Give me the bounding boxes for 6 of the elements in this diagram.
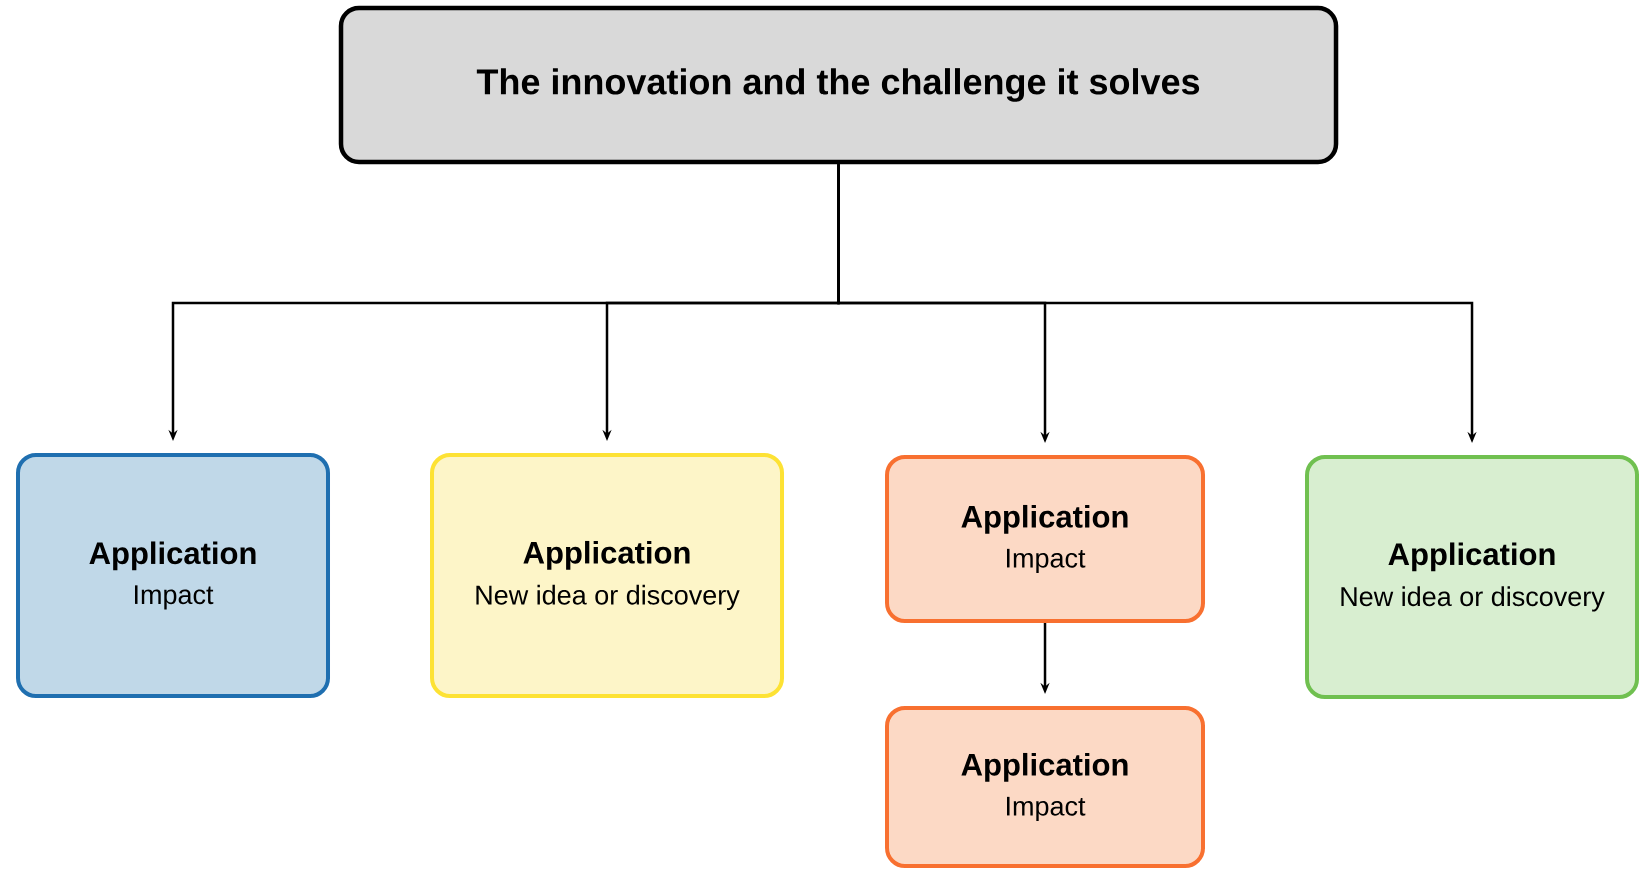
application-box: Application New idea or discovery: [430, 453, 784, 698]
application-box: Application New idea or discovery: [1305, 455, 1639, 699]
title-box: The innovation and the challenge it solves: [338, 5, 1339, 165]
application-box: Application Impact: [16, 453, 330, 698]
application-box: Application Impact: [885, 706, 1205, 868]
application-box: Application Impact: [885, 455, 1205, 623]
